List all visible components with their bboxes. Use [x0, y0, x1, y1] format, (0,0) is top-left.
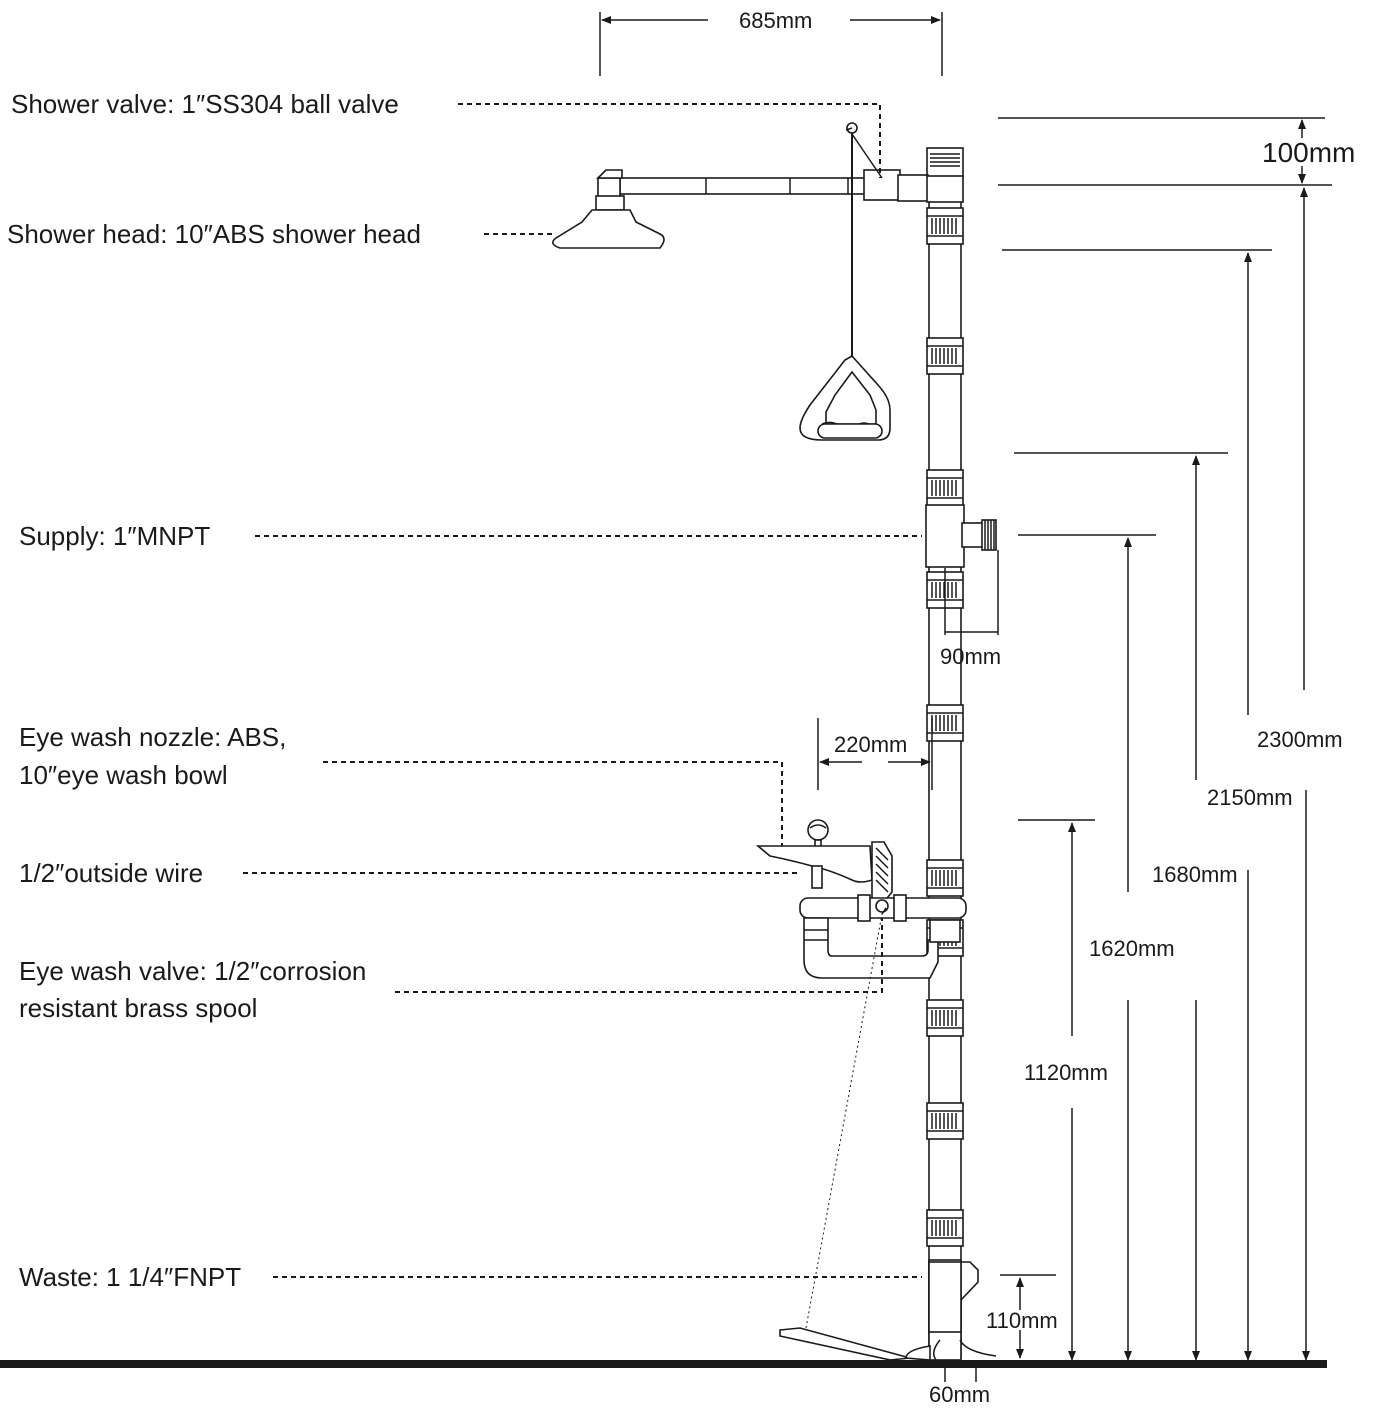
label-eye-wash-nozzle-2: 10″eye wash bowl: [19, 760, 228, 790]
pipe-coupling: [926, 704, 964, 742]
dim-supply-offset: 90mm: [940, 644, 1001, 669]
dim-top-offset: 100mm: [1262, 137, 1355, 168]
label-eye-wash-valve-1: Eye wash valve: 1/2″corrosion: [19, 956, 366, 986]
pipe-coupling: [926, 1209, 964, 1247]
foot-pedal: [779, 907, 997, 1361]
label-eye-wash-nozzle-1: Eye wash nozzle: ABS,: [19, 722, 286, 752]
pull-handle: [799, 122, 891, 441]
label-outside-wire: 1/2″outside wire: [19, 858, 203, 888]
dim-pull-handle-height: 1680mm: [1152, 862, 1238, 887]
pipe-coupling: [926, 469, 964, 507]
label-eye-wash-valve-2: resistant brass spool: [19, 993, 257, 1023]
callout-leaders: [243, 103, 922, 1278]
pipe-coupling: [926, 337, 964, 375]
shower-head: [552, 195, 665, 249]
dim-waste-height: 110mm: [986, 1308, 1058, 1333]
pipe-coupling: [926, 207, 964, 245]
dim-pipe-diameter: 60mm: [929, 1382, 990, 1407]
label-shower-valve: Shower valve: 1″SS304 ball valve: [11, 89, 399, 119]
dim-shower-head-height: 2150mm: [1207, 785, 1293, 810]
waste-tee: [928, 1259, 979, 1361]
dim-overall-height: 2300mm: [1257, 727, 1343, 752]
shower-arm: [596, 169, 964, 203]
eye-wash-bowl: [755, 819, 967, 979]
dim-arm-width: 685mm: [739, 8, 812, 33]
dim-bowl-offset: 220mm: [834, 732, 907, 757]
dim-supply-height: 1620mm: [1089, 936, 1175, 961]
label-shower-head: Shower head: 10″ABS shower head: [7, 219, 421, 249]
supply-tee: [925, 504, 997, 568]
pipe-coupling: [926, 859, 964, 897]
dimension-lines: [599, 12, 1332, 1382]
pipe-coupling: [926, 1102, 964, 1140]
label-supply: Supply: 1″MNPT: [19, 521, 210, 551]
dim-bowl-height: 1120mm: [1024, 1060, 1108, 1085]
label-waste: Waste: 1 1/4″FNPT: [19, 1262, 241, 1292]
pipe-coupling: [926, 999, 964, 1037]
floor-line: [0, 1360, 1327, 1368]
